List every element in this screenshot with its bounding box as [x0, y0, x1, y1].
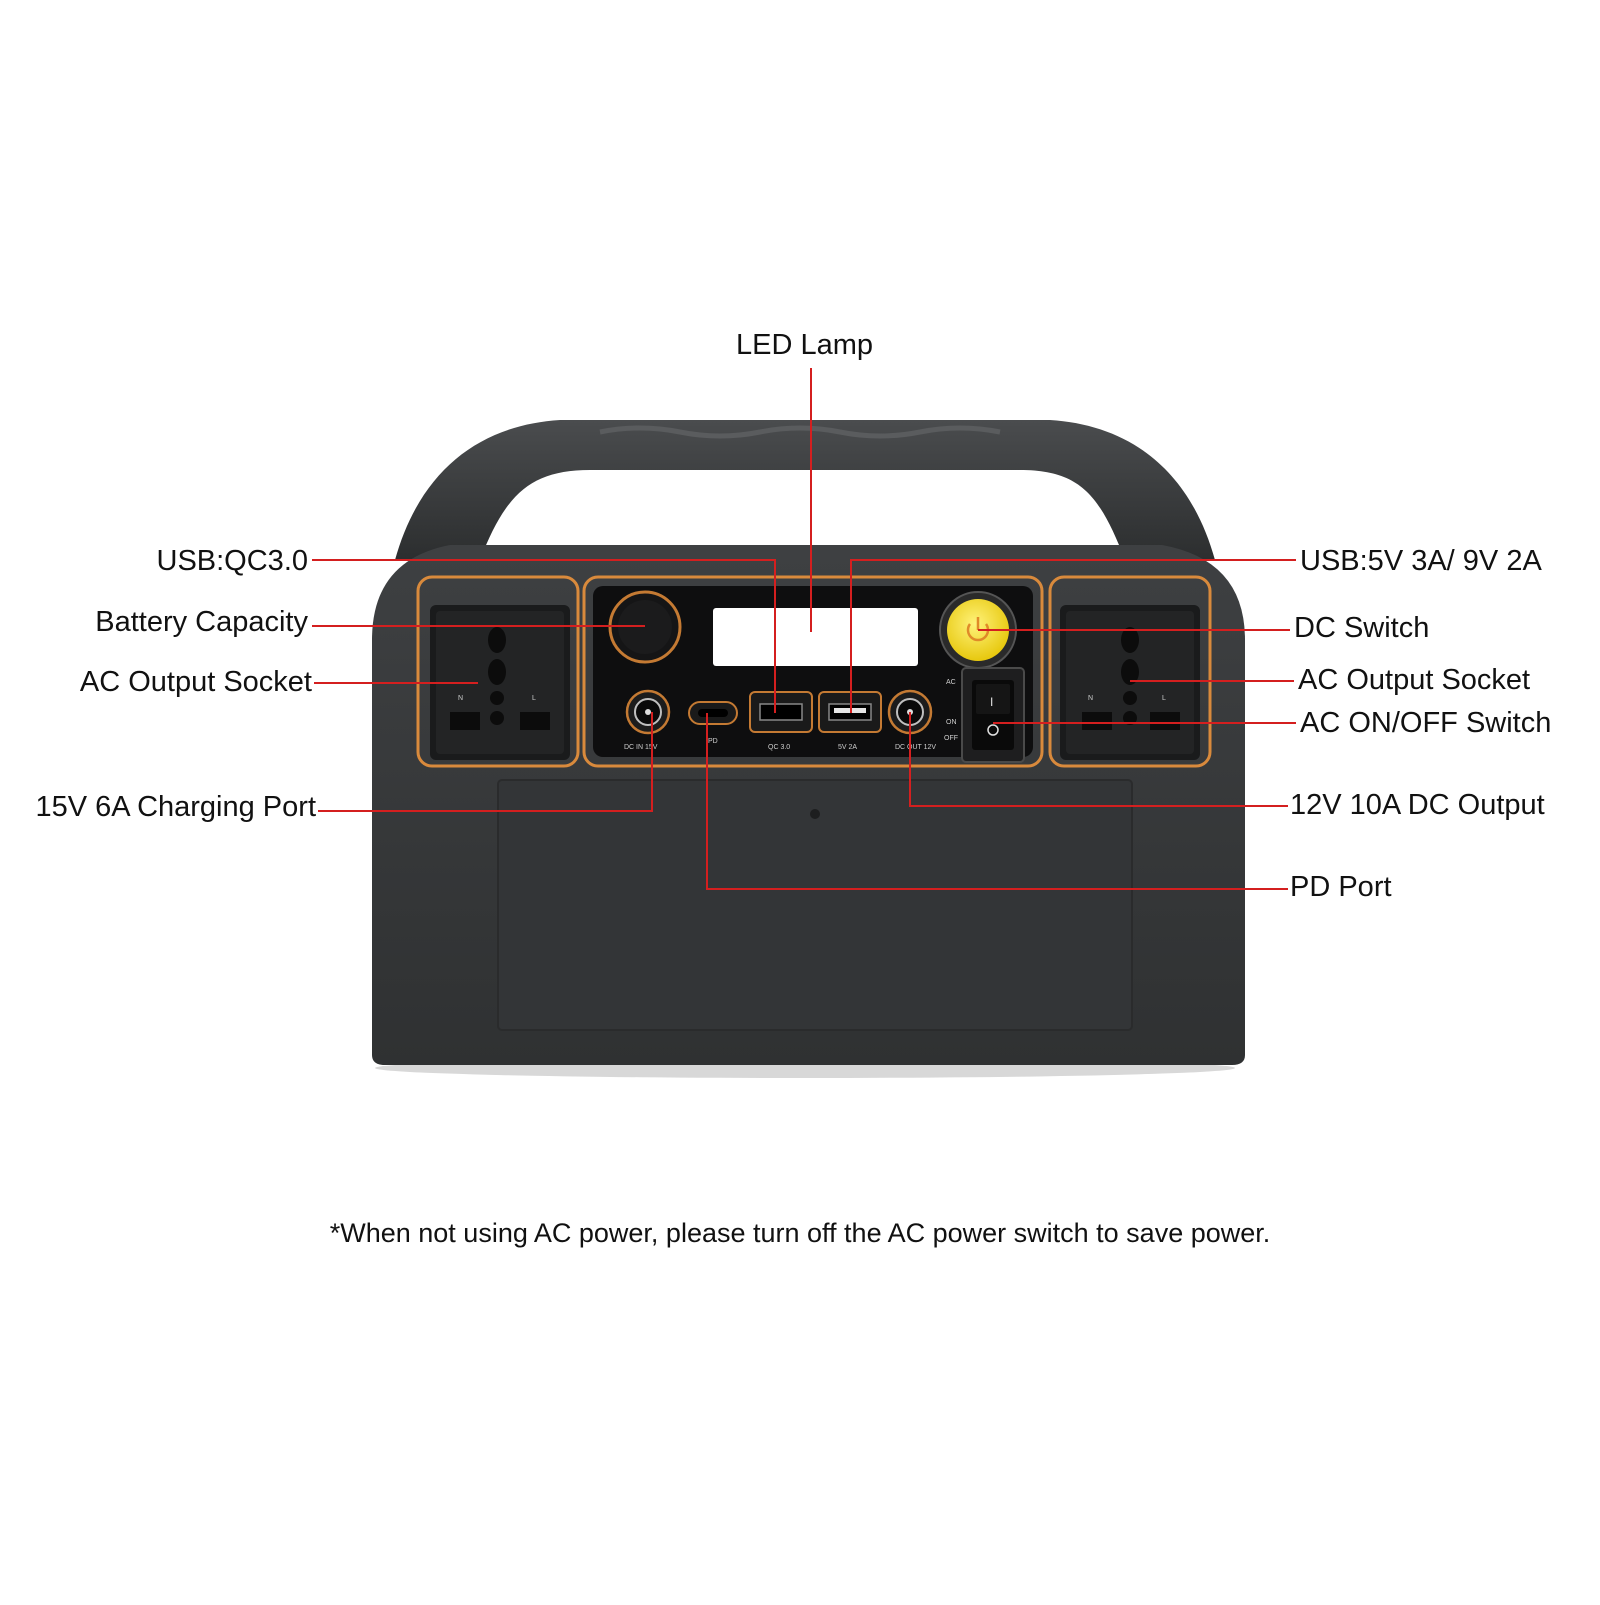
mark-on: ON — [946, 719, 957, 726]
carry-handle — [395, 420, 1215, 560]
rocker-mark-i: I — [990, 695, 993, 709]
label-ac-output-socket-right: AC Output Socket — [1298, 664, 1531, 696]
mark-qc: QC 3.0 — [768, 744, 790, 751]
callout-usb-5v — [850, 559, 1296, 713]
pd-port: PD — [688, 701, 738, 745]
ac-socket-right: N L — [1048, 575, 1212, 768]
center-control-panel: DC IN 15V PD QC 3.0 5V 2A DC OUT 12V — [582, 575, 1044, 768]
label-ac-onoff-switch: AC ON/OFF Switch — [1300, 707, 1552, 739]
label-usb-qc30: USB:QC3.0 — [156, 545, 309, 577]
footnote: *When not using AC power, please turn of… — [329, 1218, 1271, 1248]
label-ac-output-socket-left: AC Output Socket — [79, 666, 312, 698]
mark-ac: AC — [946, 679, 956, 686]
led-lamp-screen — [713, 608, 918, 666]
callout-dc-output — [909, 712, 1288, 807]
dc-in-port: DC IN 15V — [624, 689, 671, 751]
socket-mark-n-left: N — [458, 695, 463, 702]
callout-usb-qc30 — [312, 559, 776, 713]
label-charging-port: 15V 6A Charging Port — [35, 791, 316, 823]
ac-rocker-switch: I AC ON OFF — [944, 667, 1025, 763]
label-usb-5v: USB:5V 3A/ 9V 2A — [1300, 545, 1542, 577]
indicator-hole — [810, 809, 820, 819]
label-led-lamp: LED Lamp — [736, 329, 874, 361]
mark-pd: PD — [708, 738, 718, 745]
usb-qc30-port: QC 3.0 — [749, 691, 813, 751]
label-battery-capacity: Battery Capacity — [95, 606, 308, 638]
callout-lines — [312, 368, 1296, 890]
mark-off: OFF — [944, 735, 958, 742]
mark-dc-out: DC OUT 12V — [895, 744, 936, 751]
socket-mark-l-right: L — [1162, 695, 1166, 702]
mark-dc-in: DC IN 15V — [624, 744, 658, 751]
label-pd-port: PD Port — [1290, 871, 1392, 903]
socket-mark-n-right: N — [1088, 695, 1093, 702]
battery-cover-panel — [497, 779, 1133, 1031]
callout-pd-port — [706, 713, 1288, 890]
socket-mark-l-left: L — [532, 695, 536, 702]
label-dc-switch: DC Switch — [1294, 612, 1430, 644]
callout-charging-port — [318, 712, 653, 812]
mark-5v2a: 5V 2A — [838, 744, 857, 751]
label-dc-output: 12V 10A DC Output — [1290, 789, 1545, 821]
ac-socket-left: N L — [416, 575, 580, 768]
